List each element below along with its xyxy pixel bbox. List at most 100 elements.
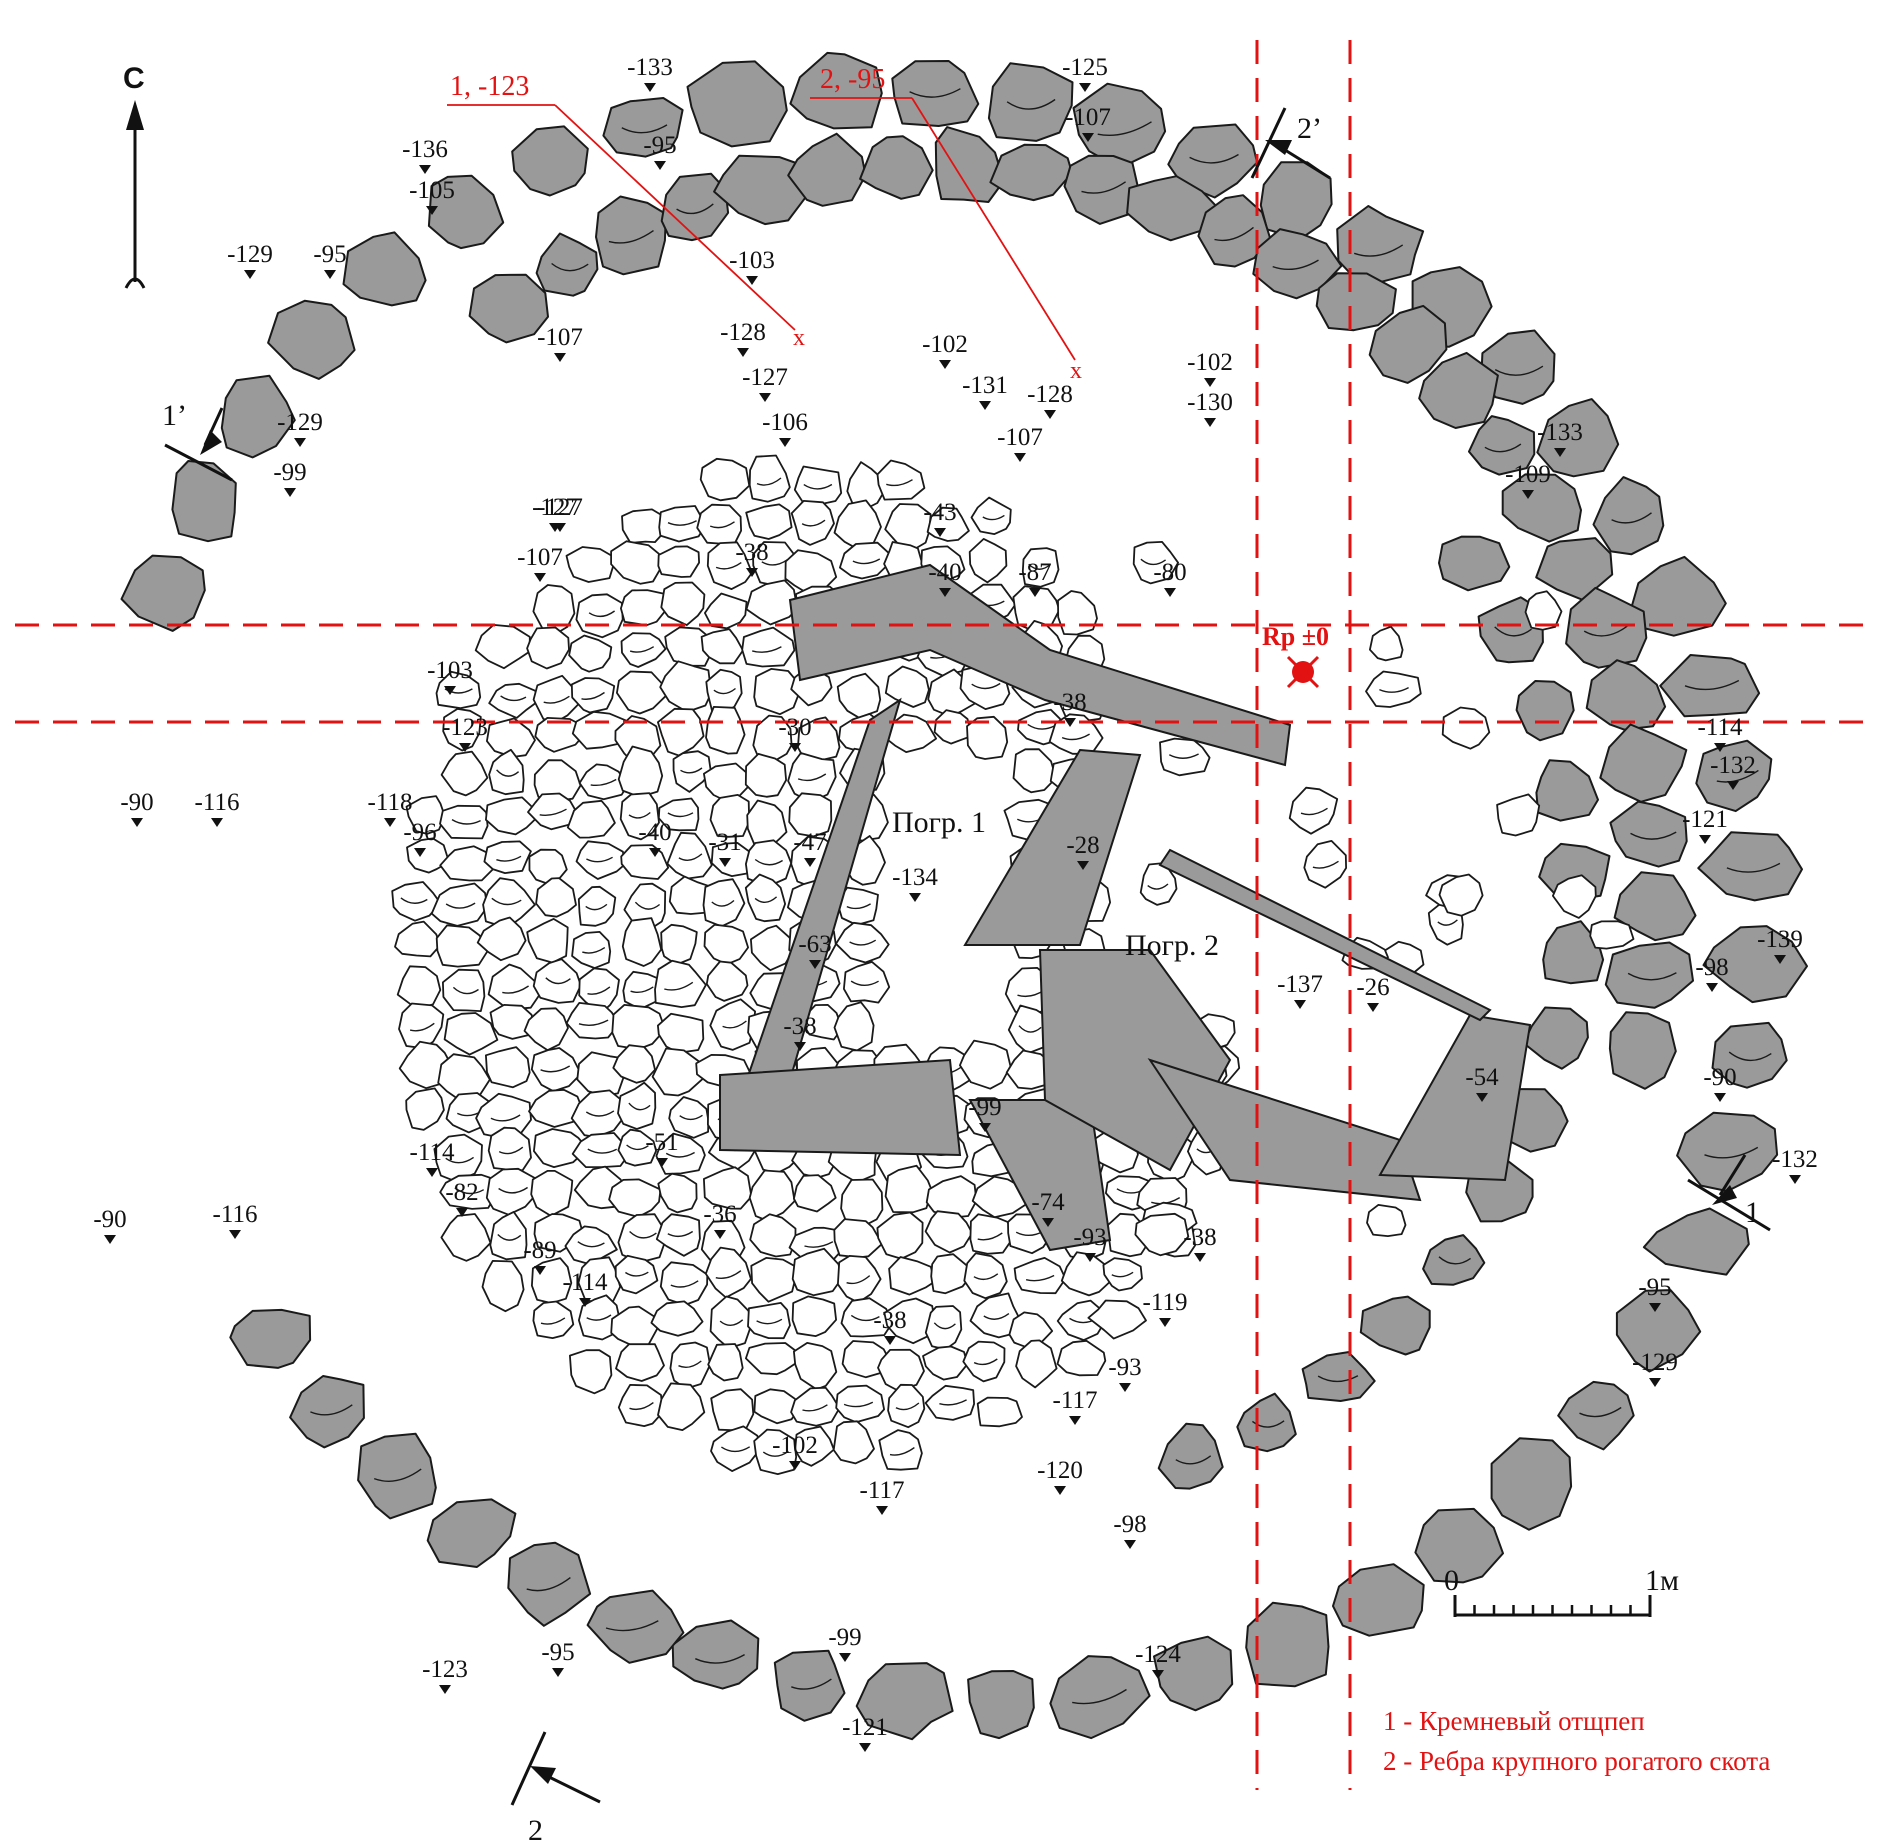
- elevation-label: -107: [517, 544, 563, 571]
- cairn-stone: [566, 799, 616, 839]
- stone-crack: [582, 947, 606, 954]
- cairn-stone: [485, 796, 539, 836]
- cairn-stone: [614, 1254, 659, 1295]
- stone-crack: [1097, 121, 1152, 136]
- elevation-triangle: [459, 743, 471, 752]
- stone-crack: [1494, 365, 1544, 376]
- elevation-label: -116: [213, 1201, 258, 1228]
- section-2-prime-label: 2’: [1297, 112, 1322, 145]
- stone-crack: [843, 1401, 874, 1408]
- ring-stone: [1585, 659, 1667, 731]
- cairn-stone: [1438, 873, 1484, 917]
- stone-crack: [667, 520, 697, 526]
- elevation-label: -129: [227, 241, 273, 268]
- elevation-triangle: [324, 270, 336, 279]
- elevation-triangle: [939, 360, 951, 369]
- elevation-triangle: [1124, 1540, 1136, 1549]
- cairn-stone: [833, 1001, 875, 1052]
- stone-crack: [587, 986, 611, 995]
- ring-stone: [1126, 175, 1217, 242]
- cairn-stone: [615, 1343, 665, 1382]
- cairn-stone: [837, 1255, 882, 1304]
- stone-crack: [680, 767, 703, 774]
- elevation-triangle: [1064, 718, 1076, 727]
- elevation-triangle: [211, 818, 223, 827]
- ring-stone: [1557, 1380, 1635, 1451]
- elevation-label: -133: [627, 54, 673, 81]
- cairn-stone: [485, 1046, 531, 1089]
- cairn-stone: [571, 931, 612, 969]
- cairn-stone: [788, 792, 833, 838]
- elevation-triangle: [534, 573, 546, 582]
- stone-crack: [1018, 1025, 1042, 1033]
- elevation-triangle: [649, 848, 661, 857]
- find-marker-1: 1, -123 x: [447, 71, 805, 351]
- stone-crack: [722, 1020, 747, 1029]
- cairn-stone: [878, 1429, 923, 1471]
- stone-crack: [578, 1019, 609, 1026]
- cairn-stone: [745, 839, 793, 888]
- cairn-stone: [703, 762, 751, 802]
- stone-crack: [588, 610, 616, 618]
- ring-stone: [229, 1308, 312, 1369]
- cairn-stone: [705, 960, 749, 1002]
- cairn-stone: [487, 1126, 532, 1172]
- elevation-triangle: [979, 401, 991, 410]
- elevation-label: -107: [537, 324, 583, 351]
- cairn-stone: [616, 670, 671, 715]
- elevation-triangle: [284, 488, 296, 497]
- elevation-label: -136: [402, 136, 448, 163]
- stone-crack: [803, 483, 833, 490]
- cairn-stone: [933, 709, 973, 745]
- elevation-label: -90: [1703, 1064, 1736, 1091]
- cairn-stone: [669, 1341, 711, 1390]
- cairn-stone: [962, 1340, 1006, 1383]
- elevation-label: -93: [1108, 1354, 1141, 1381]
- cairn-stone: [793, 465, 843, 506]
- stone-crack: [1175, 1455, 1212, 1465]
- section-1-prime-label: 1’: [162, 399, 187, 432]
- stone-crack: [1027, 723, 1056, 730]
- cairn-stone: [925, 1175, 978, 1219]
- cairn-stone: [753, 668, 800, 716]
- stone-crack: [1214, 226, 1254, 242]
- cairn-stone: [527, 792, 578, 831]
- cairn-stone: [703, 923, 749, 966]
- cairn-stone: [659, 1261, 709, 1306]
- ring-stone: [267, 299, 356, 380]
- elevation-label: -95: [541, 1639, 574, 1666]
- stone-crack: [850, 1314, 880, 1322]
- cairn-stone: [836, 672, 882, 719]
- elevation-label: -133: [1537, 419, 1583, 446]
- cairn-stone: [833, 1218, 883, 1259]
- ring-stone: [1414, 1507, 1504, 1584]
- stone-crack: [886, 479, 913, 487]
- slab-right-lower: [1147, 1058, 1422, 1202]
- stone-crack: [502, 985, 529, 994]
- ring-stone: [1336, 205, 1425, 284]
- cairn-stone: [753, 1388, 800, 1425]
- stone-cairn: [391, 454, 1635, 1475]
- cairn-stone: [660, 581, 706, 626]
- ring-stone: [1315, 272, 1397, 332]
- ring-stone: [289, 1375, 365, 1449]
- elevation-triangle: [554, 523, 566, 532]
- cairn-stone: [1056, 1299, 1106, 1341]
- cairn-stone: [710, 1388, 755, 1431]
- elevation-label: -127: [742, 364, 788, 391]
- elevation-triangle: [414, 848, 426, 857]
- cairn-stone: [1303, 840, 1347, 889]
- red-grid: [15, 40, 1875, 1790]
- elevation-label: -118: [368, 789, 413, 816]
- elevation-triangle: [1054, 1486, 1066, 1495]
- elevation-label: -89: [523, 1237, 556, 1264]
- elevation-triangle: [1152, 1670, 1164, 1679]
- cairn-stone: [532, 958, 582, 1004]
- elevation-triangle: [1194, 1253, 1206, 1262]
- burial-1-label: Погр. 1: [892, 806, 986, 839]
- elevation-triangle: [1699, 835, 1711, 844]
- ring-stone: [507, 1541, 592, 1627]
- ring-stone: [342, 231, 427, 307]
- stone-crack: [1494, 626, 1532, 637]
- stone-crack: [1272, 259, 1319, 271]
